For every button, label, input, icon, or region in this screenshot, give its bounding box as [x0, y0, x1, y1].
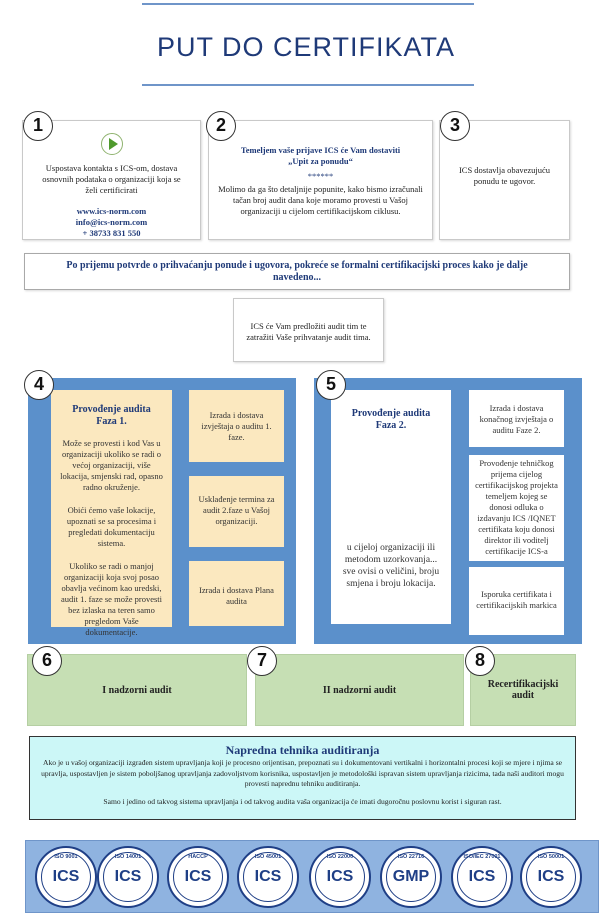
- advanced-heading: Napredna tehnika auditiranja: [225, 743, 380, 757]
- step-1-text: Uspostava kontakta s ICS-om, dostava osn…: [42, 163, 181, 195]
- phase-1-p2: Obići ćemo vaše lokacije, upoznati se sa…: [66, 505, 157, 548]
- step-3-box: ICS dostavlja obavezujuću ponudu te ugov…: [439, 120, 570, 240]
- phase-2-delivery-text: Isporuka certifikata i certifikacijskih …: [476, 589, 557, 610]
- phase-2-report: Izrada i dostava konačnog izvještaja o a…: [469, 390, 564, 447]
- play-icon[interactable]: [100, 133, 123, 155]
- logo-top-text: ISO 22716: [397, 854, 425, 860]
- top-rule: [142, 3, 474, 5]
- phase-1-scheduling: Usklađenje termina za audit 2.faze u Vaš…: [189, 476, 284, 547]
- phase-2-delivery: Isporuka certifikata i certifikacijskih …: [469, 567, 564, 635]
- step-number-4: 4: [24, 370, 54, 400]
- step-number-7: 7: [247, 646, 277, 676]
- page-title: PUT DO CERTIFIKATA: [156, 32, 456, 62]
- logo-mid-text: ICS: [184, 868, 212, 885]
- email-link[interactable]: info@ics-norm.com: [75, 217, 148, 227]
- logo-mid-text: ICS: [254, 868, 282, 885]
- logo-mid-text: ICS: [52, 868, 80, 885]
- phase-2-heading: Provođenje audita Faza 2.: [351, 408, 431, 431]
- phase-1-report: Izrada i dostava izvještaja o auditu 1. …: [189, 390, 284, 462]
- step-2-text: Molimo da ga što detaljnije popunite, ka…: [218, 184, 423, 216]
- logo-top-text: ISO 22000: [326, 854, 354, 860]
- phase-1-plan-text: Izrada i dostava Plana audita: [199, 585, 274, 606]
- surveillance-audit-2-label: II nadzorni audit: [322, 684, 397, 696]
- phase-1-scheduling-text: Usklađenje termina za audit 2.faze u Vaš…: [198, 494, 275, 526]
- step-number-2: 2: [206, 111, 236, 141]
- phase-2-technical-review: Provođenje tehničkog prijema cijelog cer…: [469, 455, 564, 561]
- logo-top-text: ISO 9001: [54, 854, 78, 860]
- phase-1-plan: Izrada i dostava Plana audita: [189, 561, 284, 626]
- step-3-text: ICS dostavlja obavezujuću ponudu te ugov…: [458, 165, 551, 186]
- step-1-box: Uspostava kontakta s ICS-om, dostava osn…: [22, 120, 201, 240]
- step-number-1: 1: [23, 111, 53, 141]
- logo-top-text: ISO/IEC 27001: [463, 854, 501, 860]
- phase-1-p1: Može se provesti i kod Vas u organizacij…: [60, 438, 163, 492]
- logo-mid-text: ICS: [537, 868, 565, 885]
- audit-team-box: ICS će Vam predložiti audit tim te zatra…: [233, 298, 384, 362]
- phone-number: + 38733 831 550: [82, 228, 141, 238]
- step-number-5: 5: [316, 370, 346, 400]
- phase-1-report-text: Izrada i dostava izvještaja o auditu 1. …: [201, 410, 272, 442]
- advanced-p1: Ako je u vašoj organizaciji izgrađen sis…: [41, 758, 564, 788]
- surveillance-audit-1-label: I nadzorni audit: [102, 684, 172, 696]
- logo-mid-text: ICS: [114, 868, 142, 885]
- logo-top-text: ISO 50001: [537, 854, 565, 860]
- advanced-auditing-box: Napredna tehnika auditiranja Ako je u va…: [29, 736, 576, 820]
- website-link[interactable]: www.ics-norm.com: [76, 206, 147, 216]
- audit-team-text: ICS će Vam predložiti audit tim te zatra…: [246, 321, 371, 342]
- phase-2-main: Provođenje audita Faza 2. u cijeloj orga…: [331, 390, 451, 624]
- phase-1-p3: Ukoliko se radi o manjoj organizaciji ko…: [60, 561, 163, 637]
- phase-1-main: Provođenje audita Faza 1. Može se proves…: [51, 390, 172, 637]
- logo-top-text: HACCP: [188, 854, 208, 860]
- title-underline: [142, 84, 474, 86]
- step-2-heading: Temeljem vaše prijave ICS će Vam dostavi…: [240, 145, 401, 166]
- process-banner: Po prijemu potvrde o prihvaćanju ponude …: [24, 253, 570, 290]
- logo-mid-text: ICS: [468, 868, 496, 885]
- step-number-3: 3: [440, 111, 470, 141]
- surveillance-audit-2: II nadzorni audit: [255, 654, 464, 726]
- step-number-6: 6: [32, 646, 62, 676]
- advanced-p2: Samo i jedino od takvog sistema upravlja…: [103, 796, 502, 806]
- process-banner-text: Po prijemu potvrde o prihvaćanju ponude …: [66, 260, 528, 283]
- logo-top-text: ISO 45001: [254, 854, 282, 860]
- phase-2-report-text: Izrada i dostava konačnog izvještaja o a…: [479, 403, 554, 435]
- certification-logo-icon: HACCP ICS: [167, 846, 229, 908]
- surveillance-audit-1: I nadzorni audit: [27, 654, 247, 726]
- logo-top-text: ISO 14001: [114, 854, 142, 860]
- logo-mid-text: GMP: [392, 868, 430, 885]
- step-2-box: Temeljem vaše prijave ICS će Vam dostavi…: [208, 120, 433, 240]
- phase-1-heading: Provođenje audita Faza 1.: [72, 404, 151, 427]
- step-2-stars: ******: [307, 171, 334, 181]
- logo-mid-text: ICS: [326, 868, 354, 885]
- step-number-8: 8: [465, 646, 495, 676]
- recertification-audit-label: Recertifikacijski audit: [487, 679, 559, 701]
- phase-2-text: u cijeloj organizaciji ili metodom uzork…: [342, 543, 440, 589]
- phase-2-technical-review-text: Provođenje tehničkog prijema cijelog cer…: [475, 458, 558, 556]
